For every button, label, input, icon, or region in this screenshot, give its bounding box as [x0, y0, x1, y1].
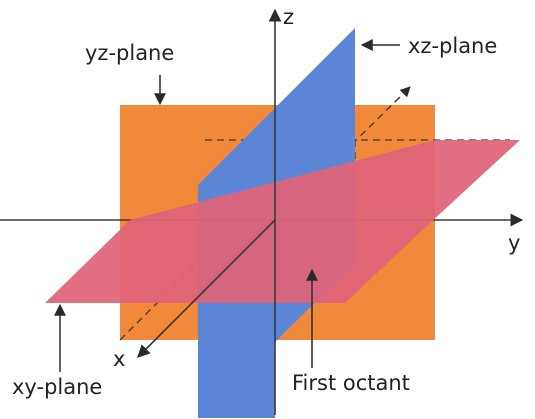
xz-plane-label: xz-plane: [408, 34, 497, 58]
first-octant-label: First octant: [292, 371, 410, 395]
x-axis-line: [137, 219, 276, 358]
yz-plane-label: yz-plane: [85, 41, 174, 65]
y-axis-label: y: [508, 231, 520, 255]
x-axis-label: x: [113, 347, 125, 371]
xy-plane-shape: [45, 140, 520, 303]
xz-plane-front-part: [198, 303, 275, 418]
xy-plane-label: xy-plane: [12, 375, 102, 399]
x-axis-back-arrow: [394, 86, 411, 103]
z-axis-label: z: [283, 5, 294, 29]
